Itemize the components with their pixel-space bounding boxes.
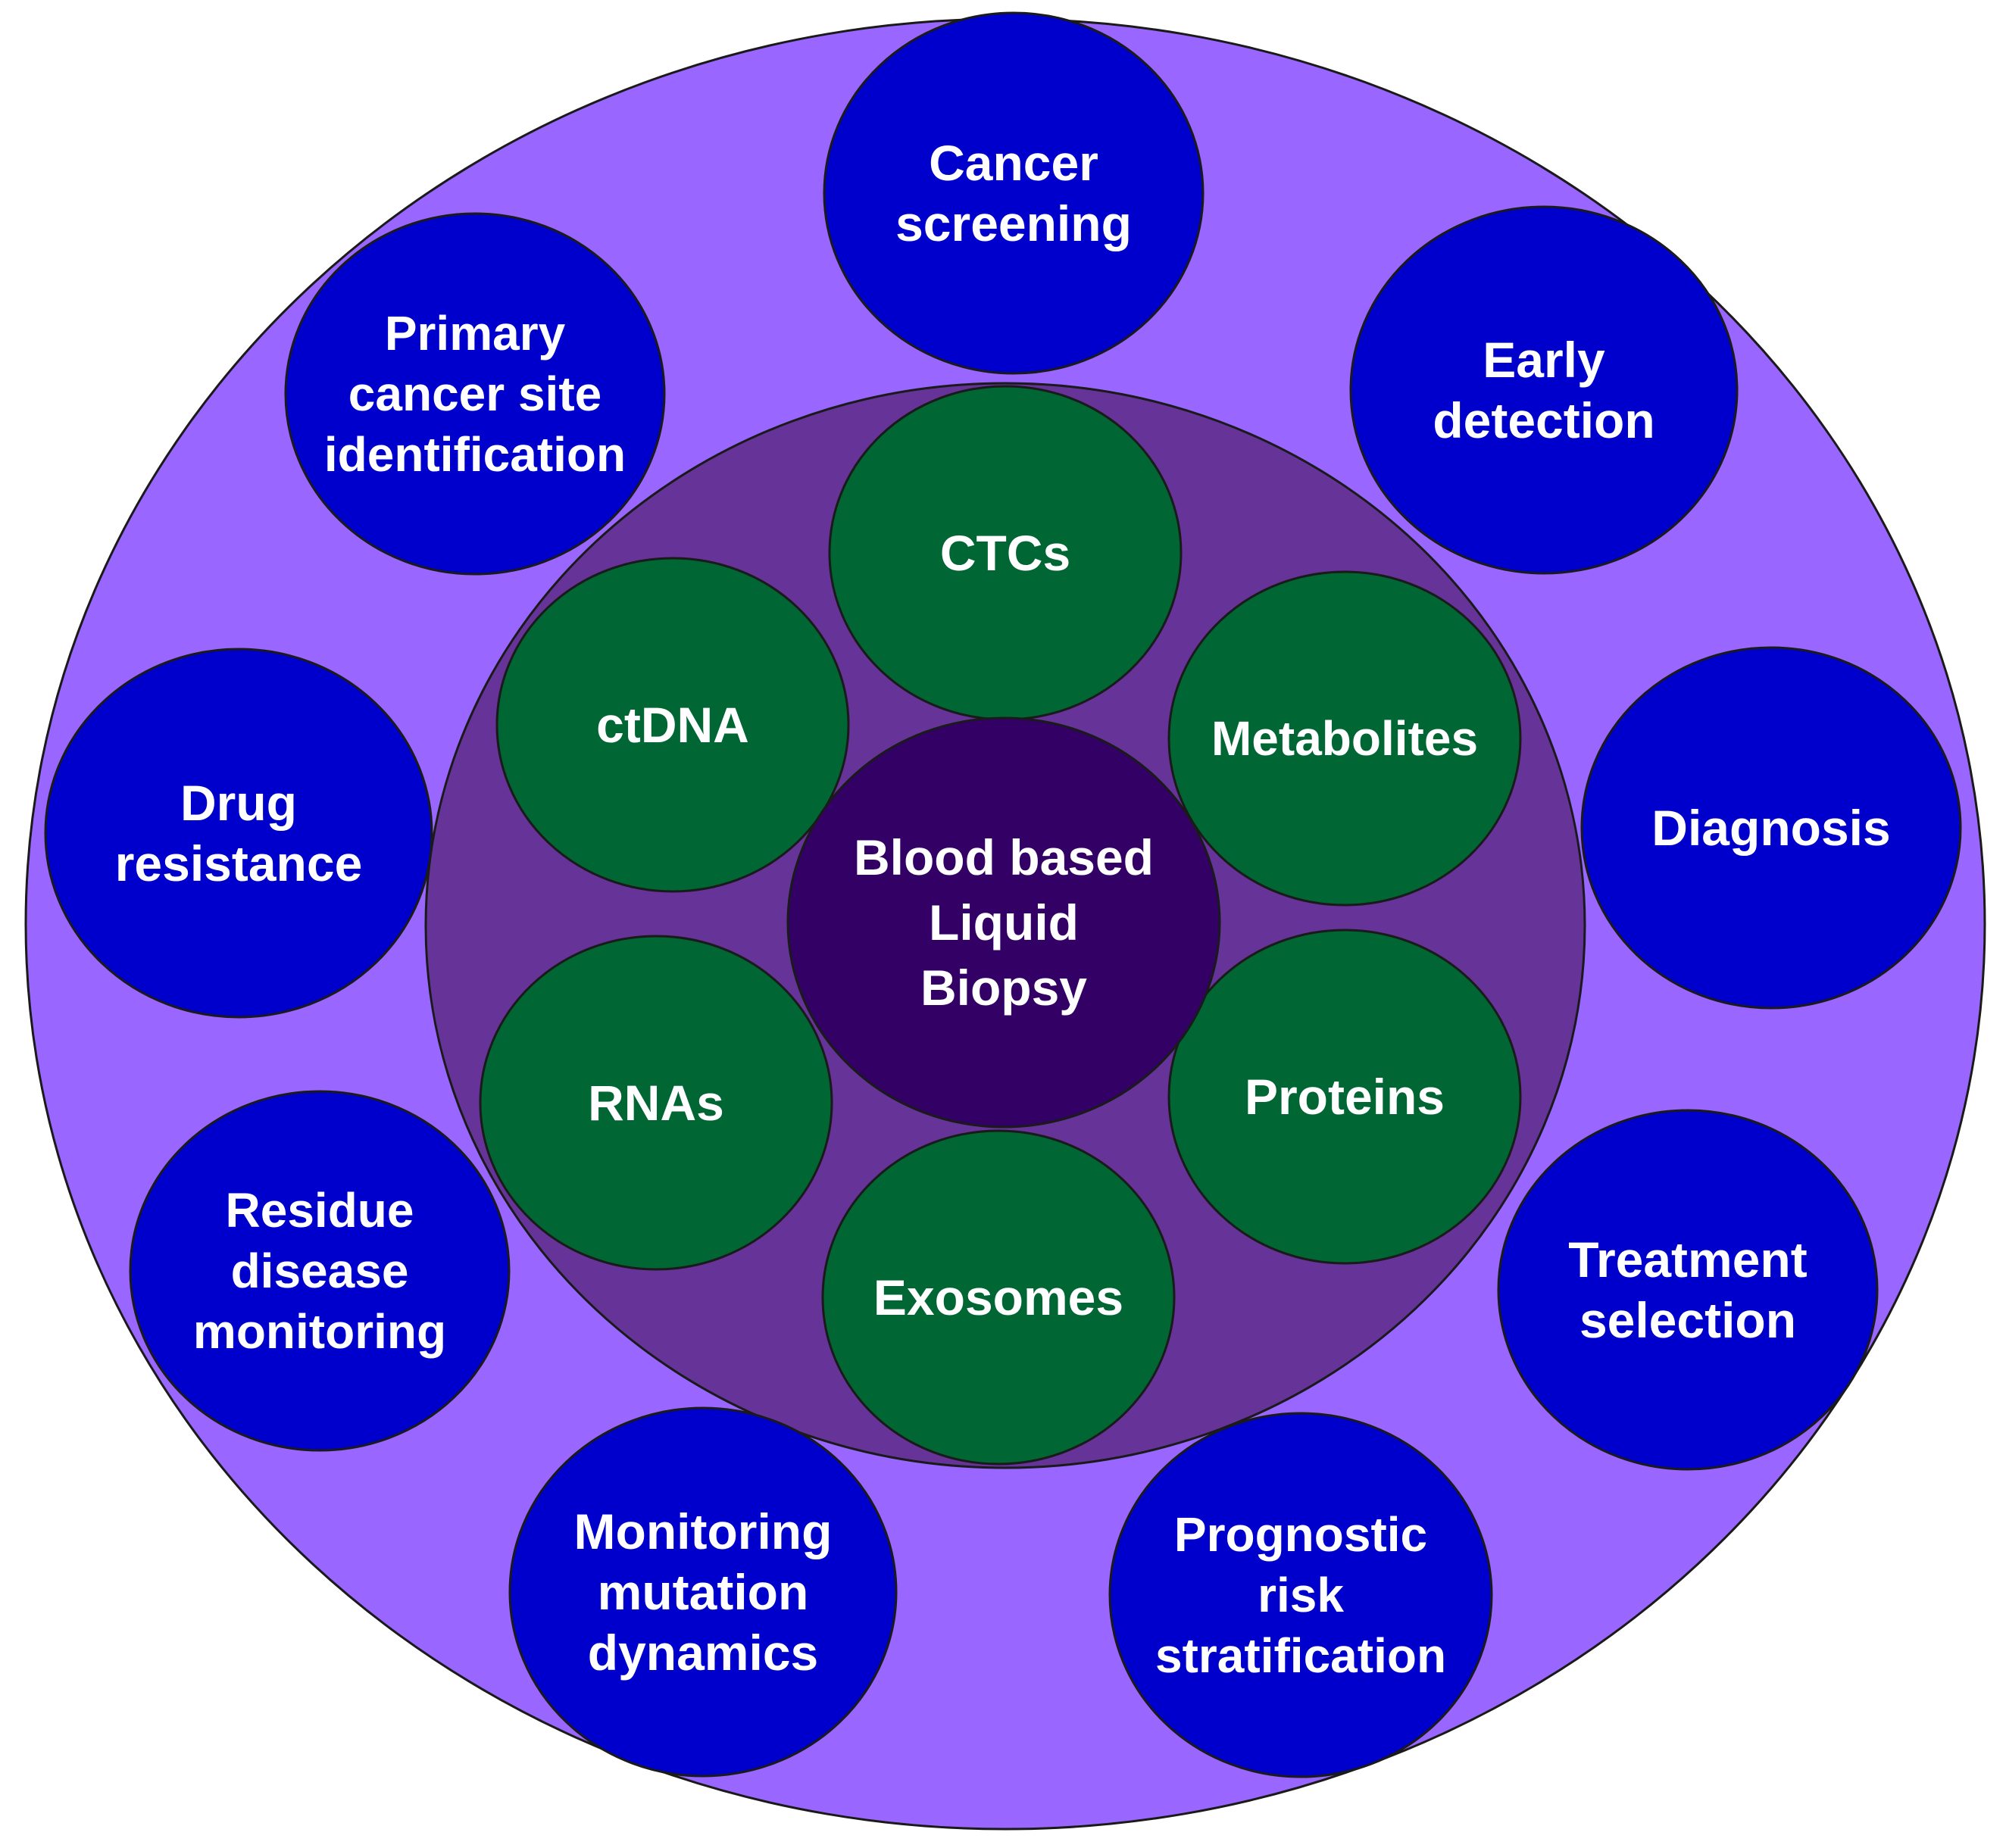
- application-primary-cancer-site-identification-label-line: Primary: [385, 306, 566, 361]
- application-prognostic-risk-stratification-label-line: stratification: [1155, 1628, 1446, 1683]
- application-diagnosis-label-line: Diagnosis: [1651, 800, 1890, 856]
- application-early-detection-circle: [1349, 205, 1739, 575]
- application-cancer-screening-label-line: screening: [895, 195, 1132, 251]
- application-monitoring-mutation-dynamics-label-line: dynamics: [588, 1625, 818, 1681]
- analyte-proteins-label-line: Proteins: [1245, 1069, 1445, 1125]
- analyte-ctdna-circle: [495, 557, 850, 893]
- application-residue-disease-monitoring-label-line: disease: [231, 1244, 409, 1298]
- application-drug-resistance-label-line: resistance: [115, 835, 363, 891]
- application-treatment-selection-label-line: selection: [1579, 1292, 1796, 1348]
- analyte-rnas-circle: [479, 935, 833, 1271]
- center-blood-based-liquid-biopsy-label-line: Biopsy: [920, 960, 1087, 1016]
- application-cancer-screening-circle: [823, 11, 1205, 375]
- application-drug-resistance-circle: [44, 648, 433, 1019]
- center-blood-based-liquid-biopsy-label-line: Blood based: [854, 829, 1154, 885]
- application-residue-disease-monitoring: Residue disease monitoring: [129, 1090, 511, 1452]
- application-prognostic-risk-stratification-circle: [1108, 1412, 1493, 1778]
- application-prognostic-risk-stratification-label-line: risk: [1258, 1568, 1344, 1622]
- center-blood-based-liquid-biopsy-label-line: Liquid: [929, 894, 1079, 951]
- application-prognostic-risk-stratification-label-line: Prognostic: [1174, 1507, 1427, 1562]
- application-monitoring-mutation-dynamics-circle: [508, 1406, 898, 1778]
- application-prognostic-risk-stratification: Prognostic risk stratification: [1108, 1412, 1493, 1778]
- analyte-exosomes-label-line: Exosomes: [873, 1269, 1123, 1325]
- analyte-exosomes-circle: [821, 1129, 1176, 1466]
- application-treatment-selection-label-line: Treatment: [1568, 1231, 1807, 1288]
- analyte-metabolites-circle: [1167, 570, 1522, 907]
- analyte-proteins: Proteins: [1167, 929, 1522, 1265]
- application-diagnosis: Diagnosis: [1580, 646, 1962, 1010]
- analyte-ctdna-label-line: ctDNA: [596, 697, 749, 753]
- application-residue-disease-monitoring-label-line: Residue: [226, 1183, 414, 1238]
- applications-layer: CancerscreeningEarlydetectionDiagnosisTr…: [44, 11, 1962, 1778]
- application-cancer-screening-label-line: Cancer: [929, 135, 1098, 191]
- application-residue-disease-monitoring-label-line: monitoring: [193, 1304, 446, 1359]
- analyte-metabolites: Metabolites: [1167, 570, 1522, 907]
- application-monitoring-mutation-dynamics-label-line: Monitoring: [574, 1503, 833, 1559]
- analyte-rnas: RNAs: [479, 935, 833, 1271]
- analyte-proteins-circle: [1167, 929, 1522, 1265]
- application-diagnosis-circle: [1580, 646, 1962, 1010]
- center-blood-based-liquid-biopsy-circle: [786, 716, 1221, 1128]
- analyte-rnas-label-line: RNAs: [588, 1075, 724, 1131]
- application-primary-cancer-site-identification-label-line: identification: [324, 427, 626, 482]
- analyte-metabolites-label-line: Metabolites: [1211, 711, 1478, 766]
- analyte-ctcs: CTCs: [828, 385, 1183, 721]
- application-early-detection-label-line: detection: [1433, 392, 1654, 448]
- analyte-ctcs-label-line: CTCs: [940, 525, 1070, 581]
- application-early-detection-label-line: Early: [1483, 332, 1605, 388]
- application-primary-cancer-site-identification-circle: [284, 212, 666, 576]
- analyte-ctdna: ctDNA: [495, 557, 850, 893]
- application-monitoring-mutation-dynamics-label-line: mutation: [598, 1564, 809, 1620]
- analyte-exosomes: Exosomes: [821, 1129, 1176, 1466]
- application-drug-resistance-label-line: Drug: [180, 775, 297, 831]
- application-treatment-selection-circle: [1497, 1109, 1879, 1471]
- application-primary-cancer-site-identification: Primary cancer site identification: [284, 212, 666, 576]
- application-residue-disease-monitoring-circle: [129, 1090, 511, 1452]
- application-primary-cancer-site-identification-label-line: cancer site: [348, 367, 601, 421]
